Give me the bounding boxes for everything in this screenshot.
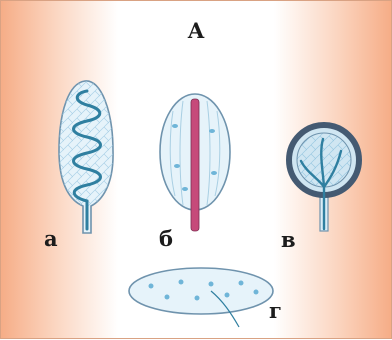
organ-v	[289, 125, 359, 231]
label-v: в	[281, 227, 296, 252]
organ-b	[160, 94, 230, 231]
label-b: б	[159, 226, 173, 251]
organ-g	[129, 268, 273, 327]
straight-canal	[191, 99, 199, 231]
organ-a	[59, 81, 113, 233]
label-g: г	[269, 298, 282, 323]
label-a: а	[44, 226, 58, 251]
